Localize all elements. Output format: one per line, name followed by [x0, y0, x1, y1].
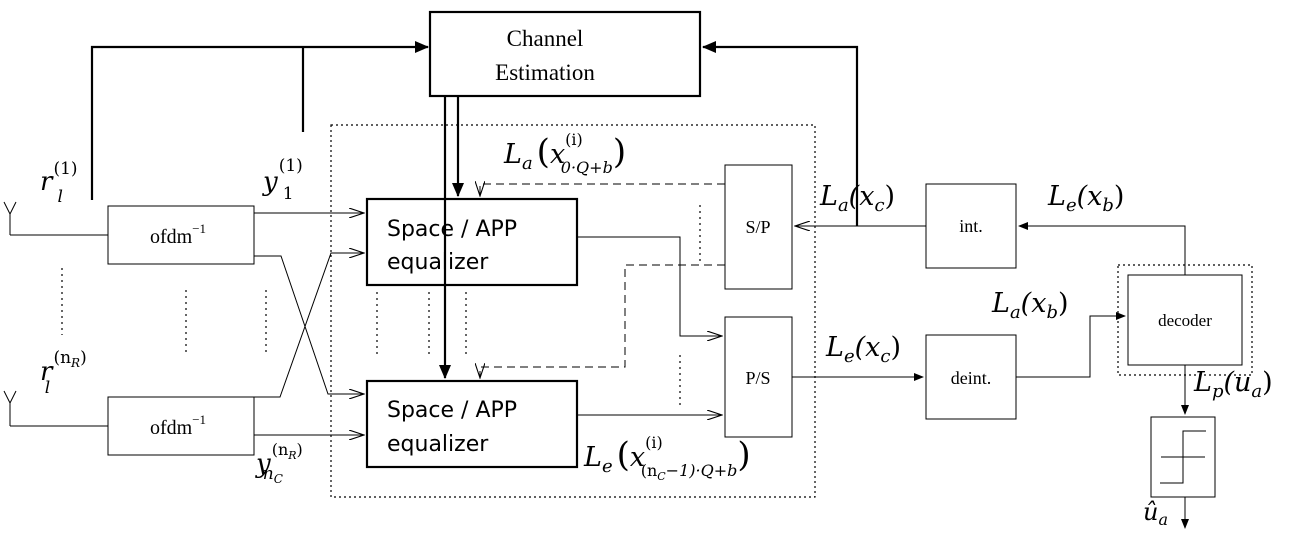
hard-decision-icon: [1160, 430, 1206, 484]
ofdm-inverse-label-top: ofdm−1: [150, 221, 206, 248]
antenna-icon-bottom: [3, 390, 17, 426]
label-La-xc: La(xc): [819, 181, 895, 216]
hard-decision-block: [1150, 416, 1216, 498]
signal-wires: [10, 41, 1189, 529]
label-r-l-1: r(1)l: [40, 159, 78, 207]
label-u-hat-a: ûa: [1143, 498, 1168, 529]
interleaver-label: int.: [959, 216, 983, 236]
decoder-label: decoder: [1158, 311, 1212, 330]
channel-estimation-label-line2: Estimation: [495, 60, 595, 85]
label-r-l-nR: r(nR)l: [40, 348, 87, 398]
label-y-nC-nR: y(nR)nC: [255, 440, 303, 486]
space-app-equalizer-block-bottom: [365, 379, 579, 469]
antenna-icon-top: [3, 201, 17, 235]
label-Le-xb: Le(xb): [1047, 181, 1124, 216]
equalizer-label-top-line2: equalizer: [387, 250, 489, 275]
deinterleaver-label: deint.: [951, 368, 992, 388]
equalizer-region: [330, 124, 816, 498]
serial-to-parallel-block: [724, 164, 793, 290]
channel-estimation-block: [428, 10, 702, 98]
equalizer-label-bottom-line1: Space / APP: [387, 398, 517, 423]
serial-to-parallel-label: S/P: [745, 217, 770, 237]
label-y-1-1: y(1)1: [262, 156, 303, 204]
parallel-to-serial-label: P/S: [745, 368, 770, 388]
label-La-xb: La(xb): [991, 288, 1069, 323]
space-app-equalizer-block-top: [365, 197, 579, 287]
label-La-x-0Qb: La(x(i)0·Q+b): [503, 130, 626, 177]
label-Lp-ua: Lp(ua): [1193, 367, 1273, 402]
label-Le-x-nC-1-Qb: Le(x(i)(nC−1)·Q+b): [583, 433, 751, 483]
equalizer-label-top-line1: Space / APP: [387, 217, 517, 242]
equalizer-label-bottom-line2: equalizer: [387, 432, 489, 457]
ellipsis-dots: [61, 205, 701, 405]
ofdm-inverse-label-bottom: ofdm−1: [150, 412, 206, 439]
channel-estimation-label-line1: Channel: [507, 26, 584, 51]
label-Le-xc: Le(xc): [825, 332, 901, 367]
